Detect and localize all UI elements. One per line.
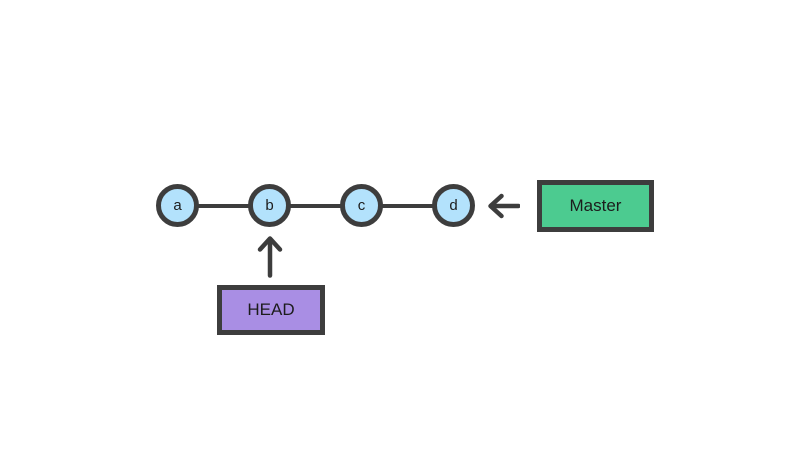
commit-node-a: a [156,184,199,227]
commit-node-b-label: b [265,197,274,214]
head-box: HEAD [217,285,325,335]
master-branch-label: Master [569,196,622,215]
commit-node-c: c [340,184,383,227]
commit-node-d: d [432,184,475,227]
commit-node-b: b [248,184,291,227]
up-arrow-icon [257,236,283,278]
commit-node-c-label: c [357,197,366,214]
left-arrow-icon [488,193,520,219]
master-branch-box: Master [537,180,654,232]
commit-link-line [178,204,454,208]
head-label: HEAD [247,300,295,319]
commit-node-d-label: d [449,197,458,214]
commit-node-a-label: a [173,197,182,214]
